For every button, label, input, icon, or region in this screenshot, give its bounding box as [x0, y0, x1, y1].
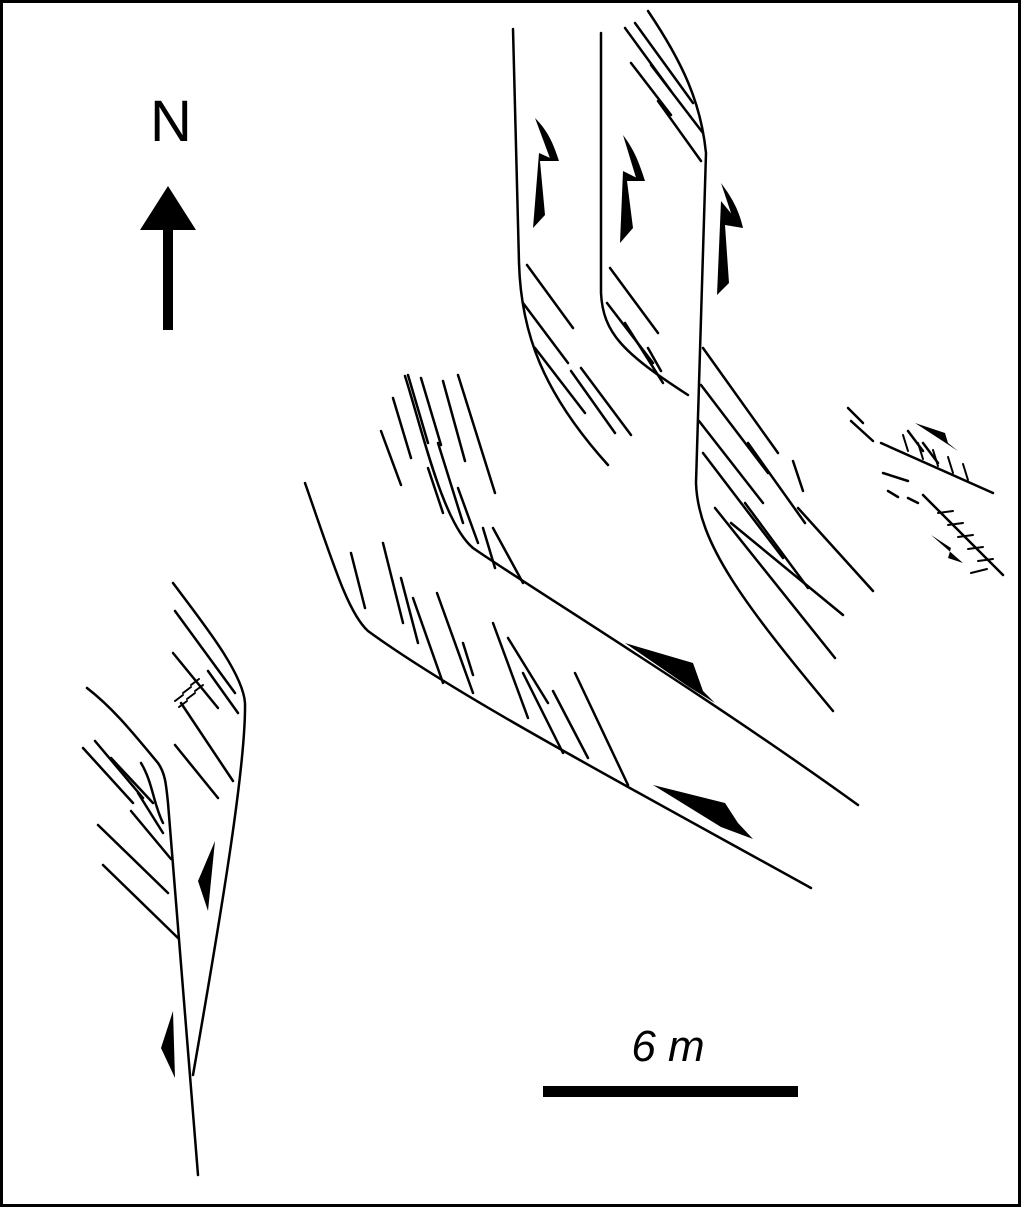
scale-bar [543, 1086, 798, 1097]
fault-map [81, 9, 1005, 1177]
fault-zone-southwest [81, 581, 247, 1177]
splay-fractures [81, 609, 240, 940]
north-label: N [150, 89, 192, 154]
half-arrow-icon [533, 118, 743, 295]
scale-label: 6 m [631, 1022, 705, 1071]
half-arrow-icon [915, 423, 963, 563]
splay-fractures [349, 373, 630, 787]
half-arrow-icon [625, 643, 753, 839]
fault-trace [646, 9, 835, 713]
tick-marks [902, 434, 994, 574]
splay-fractures [521, 21, 875, 660]
fault-trace [403, 374, 860, 807]
fault-zone-central [303, 373, 860, 890]
fault-trace [599, 31, 690, 397]
half-arrow-icon [161, 841, 215, 1078]
fault-trace [879, 441, 995, 495]
fault-trace [511, 27, 610, 467]
fault-trace [921, 493, 1005, 577]
fault-trace [85, 686, 200, 1177]
fault-trace [303, 481, 813, 890]
fault-zone-north [511, 9, 875, 713]
fault-zone-east [846, 406, 1005, 577]
north-arrow-icon [140, 186, 196, 330]
fault-trace [171, 581, 247, 1077]
tick-marks [174, 678, 204, 708]
